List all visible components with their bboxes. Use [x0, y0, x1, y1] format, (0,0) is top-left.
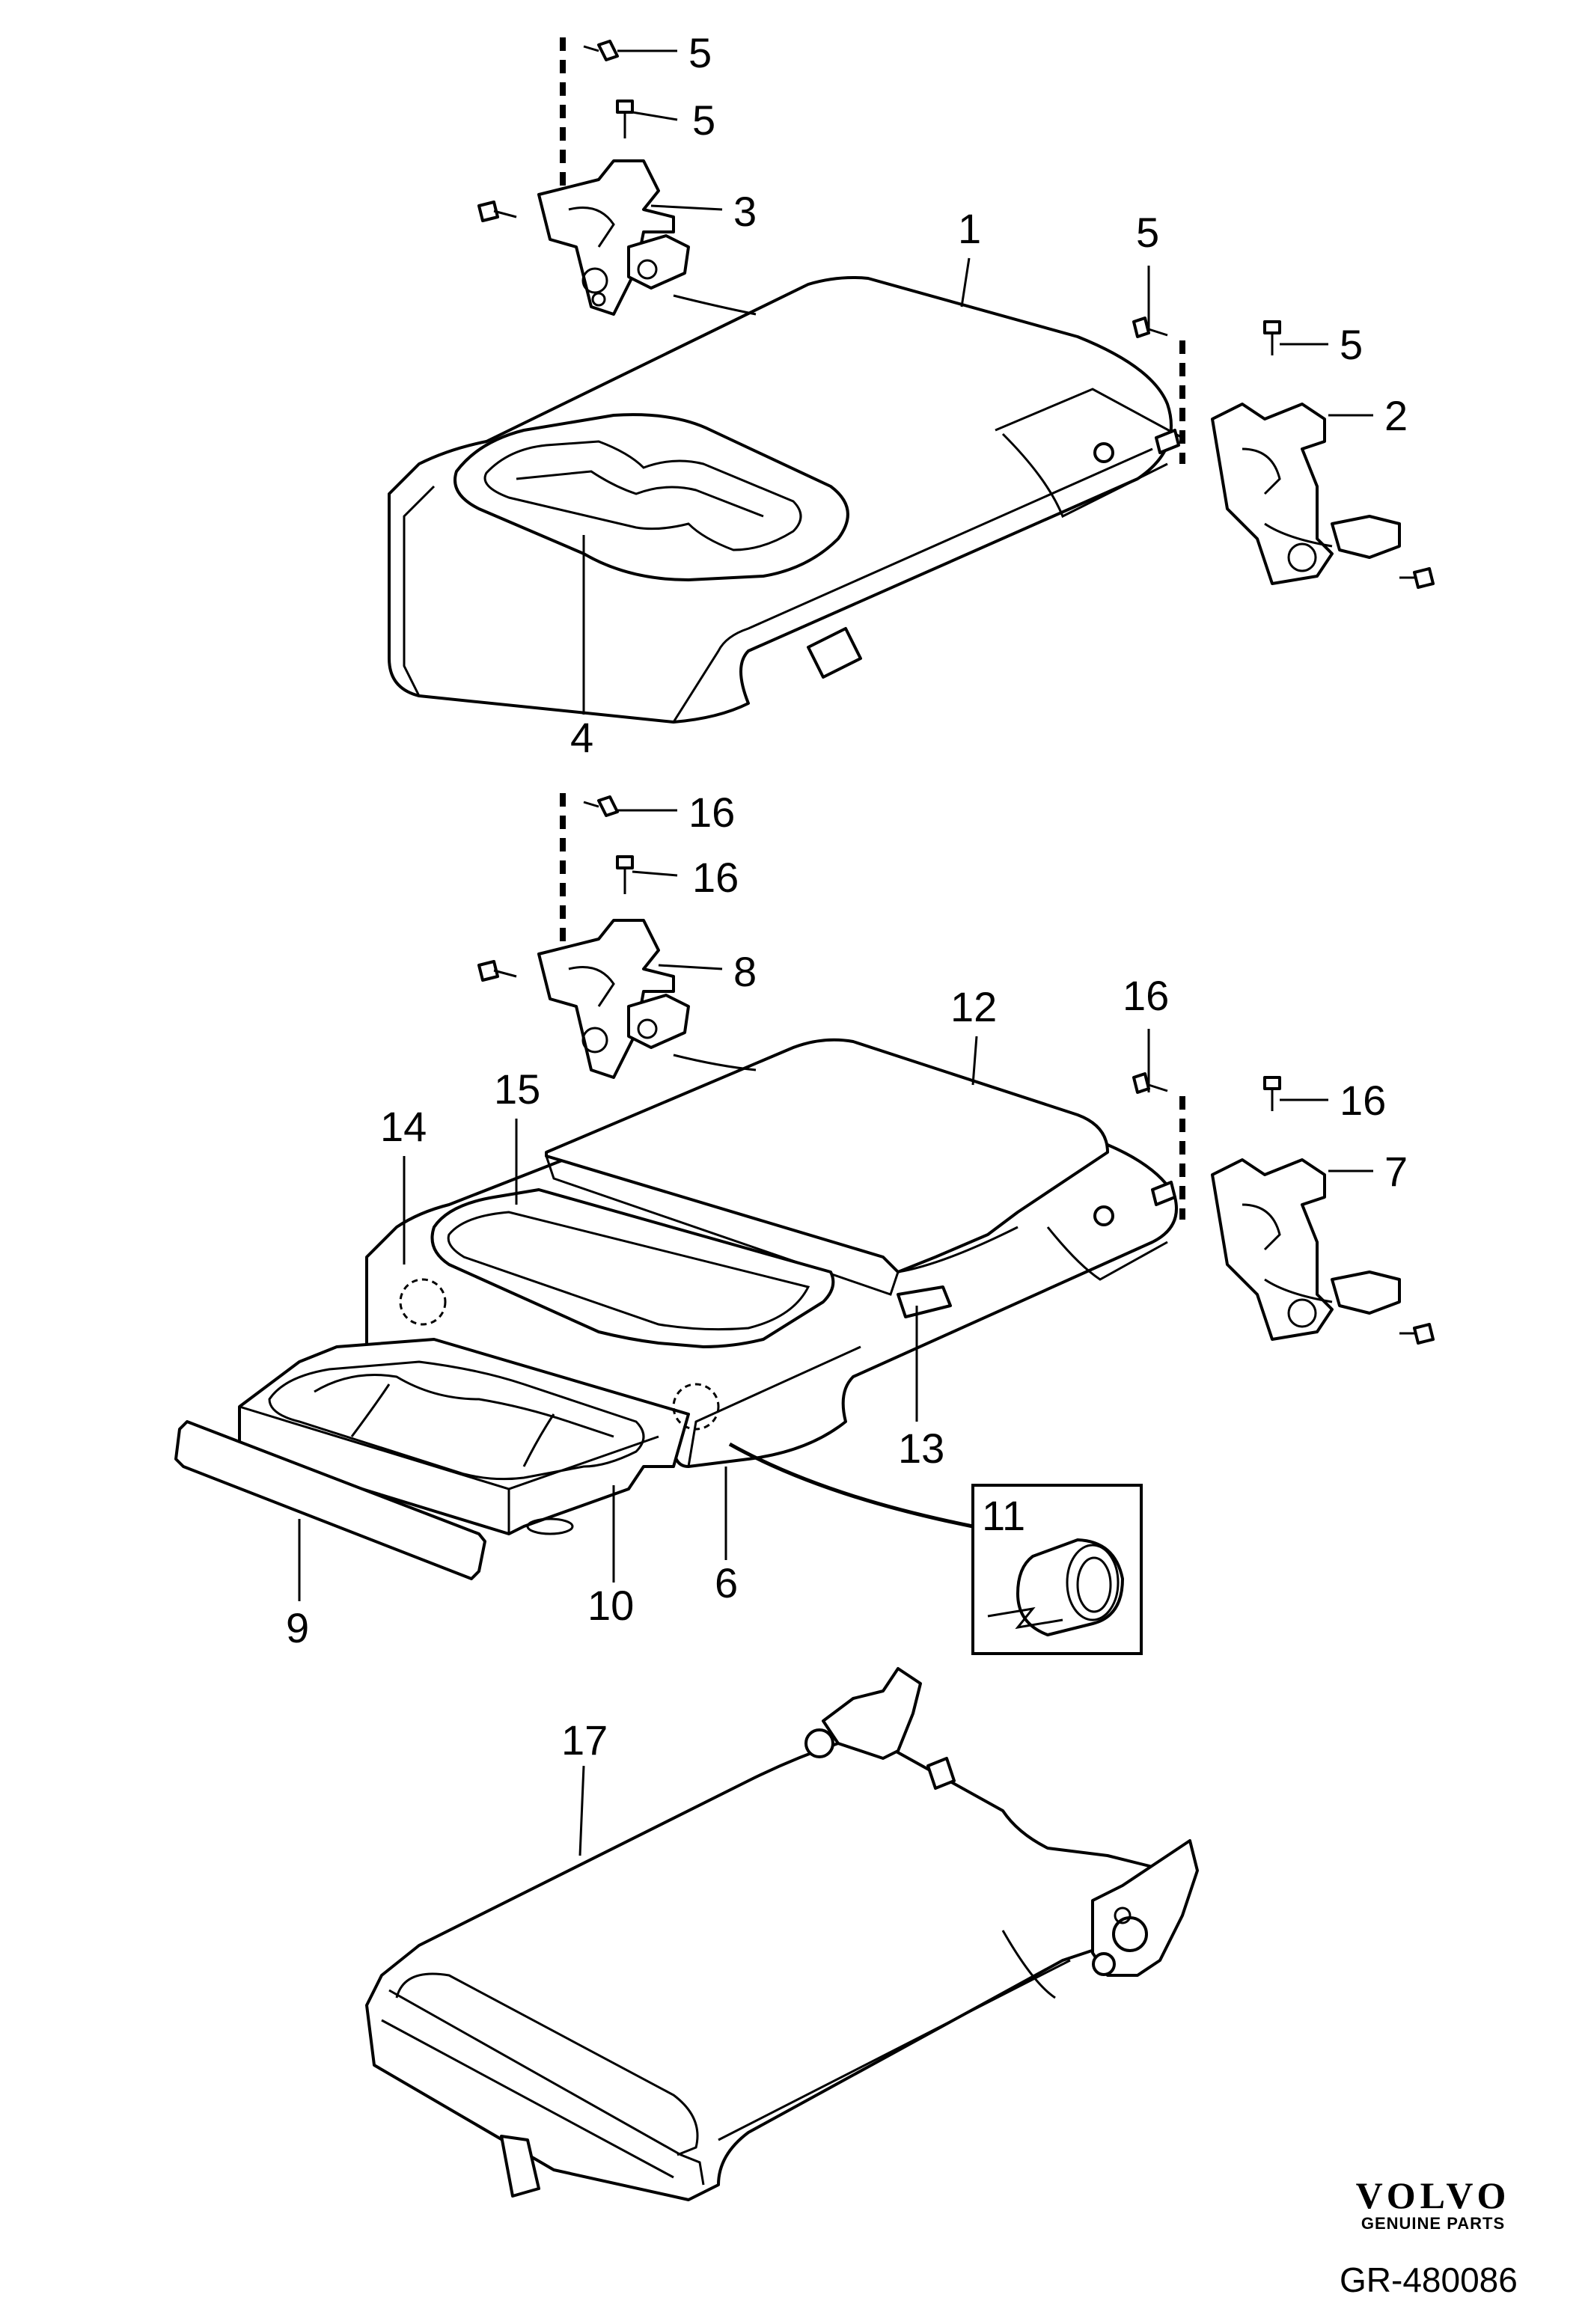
pull-strap [500, 2135, 540, 2198]
screw-icon [1413, 567, 1435, 589]
callout-12: 12 [950, 983, 997, 1030]
armrest-complete [365, 1734, 1169, 2201]
callout-10: 10 [587, 1582, 634, 1629]
callout-14: 14 [380, 1103, 427, 1150]
callout-5: 5 [1136, 209, 1159, 256]
drawer-cover-strip [174, 1420, 486, 1580]
latch-tab [807, 627, 862, 679]
callout-16: 16 [1340, 1077, 1386, 1124]
hinge-spring-left [627, 234, 690, 290]
storage-tray [430, 1188, 835, 1348]
detail-circle [399, 1278, 447, 1326]
hinge-bracket-left [537, 919, 675, 1079]
leader-lines [298, 49, 1373, 1856]
screw-icon [1413, 1323, 1435, 1345]
callout-7: 7 [1384, 1148, 1408, 1195]
callout-16: 16 [692, 854, 739, 901]
callout-labels: 5 5 3 1 5 5 2 4 16 16 8 12 16 16 7 15 14… [286, 29, 1408, 1764]
callout-11: 11 [982, 1492, 1025, 1539]
callout-6: 6 [715, 1559, 738, 1606]
callout-5: 5 [692, 97, 715, 144]
armrest-assembly-complete [365, 1667, 1199, 2201]
diagram-reference: GR-480086 [1340, 2260, 1518, 2299]
screw-icon [597, 40, 619, 61]
screw-icon [616, 100, 634, 114]
callout-3: 3 [733, 188, 757, 235]
callout-16: 16 [688, 789, 735, 836]
screw-icon [1263, 320, 1281, 334]
brand-name: VOLVO [1355, 2174, 1511, 2216]
callout-4: 4 [570, 714, 593, 761]
hinge-spring-right [1331, 1270, 1401, 1315]
detail-circle [672, 1383, 720, 1431]
screw-icon [597, 795, 619, 817]
callout-15: 15 [494, 1065, 540, 1113]
callout-9: 9 [286, 1604, 309, 1651]
pivot-pin [1093, 1205, 1114, 1226]
callout-16: 16 [1123, 972, 1169, 1019]
callout-1: 1 [958, 205, 981, 252]
screw-icon [477, 960, 499, 982]
hinge-bracket-top [822, 1667, 922, 1760]
screw-icon [1263, 1076, 1281, 1090]
callout-5: 5 [688, 29, 712, 76]
hinge-spring-right [1331, 515, 1401, 559]
hinge-spring-left [627, 994, 690, 1049]
brand-logo: VOLVO GENUINE PARTS [1310, 2174, 1557, 2233]
callout-2: 2 [1384, 392, 1408, 439]
hinge-bracket-right [1211, 1158, 1334, 1341]
armrest-lid [545, 1038, 1109, 1273]
screw-icon [1132, 317, 1150, 338]
callout-8: 8 [733, 948, 757, 995]
callout-13: 13 [898, 1425, 944, 1472]
callout-5: 5 [1340, 321, 1363, 368]
hinge-bracket-right [1211, 403, 1334, 585]
screw-icon [1132, 1072, 1150, 1094]
lid-latch [897, 1285, 952, 1318]
cup-holder-insert [454, 413, 849, 581]
callout-17: 17 [561, 1716, 608, 1764]
detail-leader [728, 1442, 974, 1529]
screw-icon [616, 855, 634, 869]
armrest-assembly-top [388, 37, 1435, 724]
armrest-assembly-middle [174, 793, 1435, 1580]
detail-box-bushing [971, 1484, 1143, 1655]
pivot-pin [1093, 442, 1114, 463]
screw-icon [477, 201, 499, 222]
brand-tagline: GENUINE PARTS [1361, 2214, 1506, 2233]
